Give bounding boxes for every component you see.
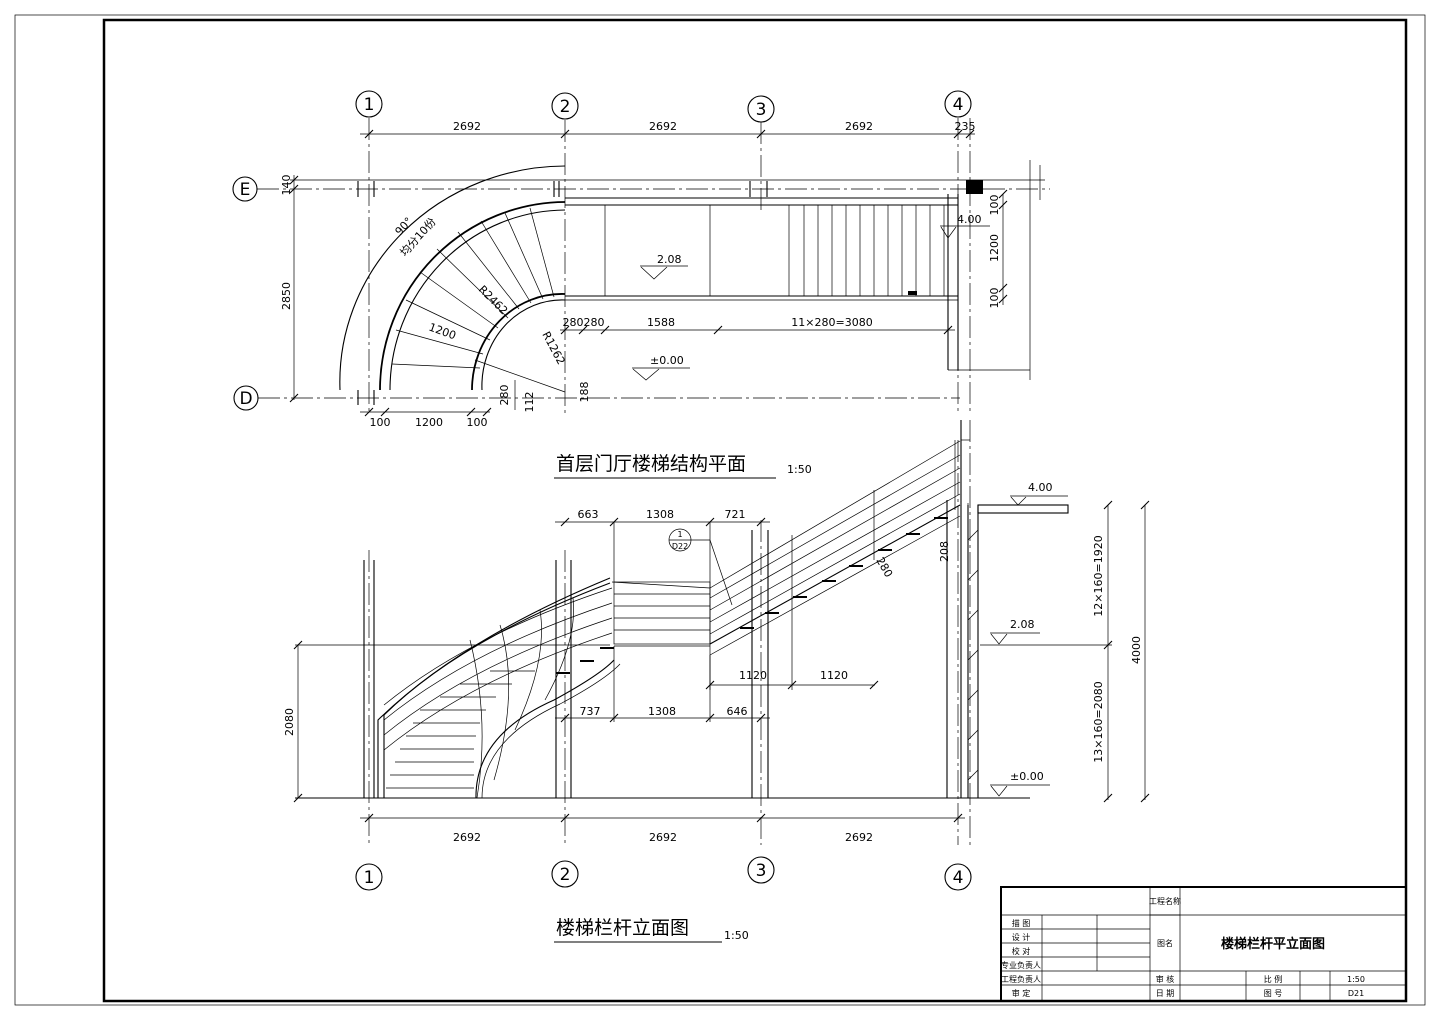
tb-label: 图名 [1157, 938, 1173, 948]
dim-label: 12×160=1920 [1092, 535, 1105, 616]
dim-label: 2692 [845, 120, 873, 133]
dim-label: 11×280=3080 [791, 316, 872, 329]
axis-label: 2 [560, 97, 571, 117]
dim-label: 100 [988, 195, 1001, 216]
dim-label: 1588 [647, 316, 675, 329]
radius-outer: R2462 [476, 283, 510, 317]
dim-label: 100 [370, 416, 391, 429]
dim-label: 100 [988, 288, 1001, 309]
dim-label: 1200 [415, 416, 443, 429]
tb-label: 日 期 [1156, 989, 1175, 998]
axis-label: D [239, 389, 252, 409]
dim-label: 280 [873, 555, 895, 580]
dim-label: 2080 [283, 708, 296, 736]
width-label: 1200 [427, 321, 458, 343]
level-label: 2.08 [1010, 618, 1035, 631]
dim-label: 2692 [453, 831, 481, 844]
floor-slab [977, 504, 1069, 514]
tb-label: 图 号 [1264, 989, 1283, 998]
dim-label: 2692 [649, 120, 677, 133]
axis-label: 1 [364, 95, 375, 115]
tb-label: 工程名称 [1149, 896, 1181, 906]
stair-elevation: 663 1308 721 1 D22 208 280 1120 1120 737… [283, 420, 1150, 943]
dim-label: 1120 [820, 669, 848, 682]
detail-sheet: D22 [672, 542, 688, 551]
dim-label: 280 [563, 316, 584, 329]
elevation-title: 楼梯栏杆立面图 [556, 917, 689, 939]
tb-label: 比 例 [1264, 974, 1283, 984]
dim-label: 1308 [646, 508, 674, 521]
axis-label: 4 [953, 95, 964, 115]
dim-label: 663 [578, 508, 599, 521]
axis-label: 4 [953, 868, 964, 888]
title-block: 描 图 设 计 校 对 专业负责人 工程负责人 审 定 工程名称 图名 楼梯栏杆… [1000, 886, 1407, 1002]
dim-label: 1308 [648, 705, 676, 718]
dim-label: 4000 [1130, 636, 1143, 664]
plan-title: 首层门厅楼梯结构平面 [556, 453, 746, 475]
tb-value: 1:50 [1347, 975, 1365, 984]
tb-label: 设 计 [1012, 932, 1031, 942]
axis-label: E [240, 180, 251, 200]
detail-ref: 1 [677, 530, 682, 539]
dim-label: 235 [955, 120, 976, 133]
level-label: 4.00 [1028, 481, 1053, 494]
level-label: ±0.00 [1010, 770, 1044, 783]
dim-label: 646 [727, 705, 748, 718]
dim-label: 1200 [988, 234, 1001, 262]
dim-label: 2692 [845, 831, 873, 844]
dim-label: 208 [938, 541, 951, 562]
axis-label: 2 [560, 865, 571, 885]
inner-border [102, 18, 1408, 1003]
plan-axis-bubbles: 1 2 3 4 E D [232, 90, 972, 411]
dim-label: 13×160=2080 [1092, 681, 1105, 762]
dim-label: 112 [523, 392, 536, 413]
level-label: 2.08 [657, 253, 682, 266]
dim-label: 721 [725, 508, 746, 521]
axis-label: 1 [364, 868, 375, 888]
dim-label: 280 [584, 316, 605, 329]
dim-label: 737 [580, 705, 601, 718]
elevation-axis-bubbles: 1 2 3 4 [355, 856, 972, 891]
tb-value: D21 [1348, 989, 1364, 998]
plan-scale: 1:50 [787, 463, 812, 476]
tb-label: 专业负责人 [1001, 960, 1041, 970]
dim-label: 188 [578, 382, 591, 403]
dim-label: 1120 [739, 669, 767, 682]
tb-label: 描 图 [1012, 918, 1031, 928]
dim-label: 140 [280, 175, 293, 196]
tb-label: 审 核 [1156, 974, 1175, 984]
dim-label: 280 [498, 385, 511, 406]
dim-label: 2692 [453, 120, 481, 133]
outer-border [14, 14, 1426, 1006]
tb-label: 校 对 [1012, 946, 1031, 956]
elevation-scale: 1:50 [724, 929, 749, 942]
axis-label: 3 [756, 100, 767, 120]
stair-plan: 1 2 3 4 E D 2692 2692 2692 235 140 [232, 90, 1050, 479]
radius-inner: R1262 [539, 329, 567, 367]
column-filled [966, 180, 983, 194]
tb-label: 工程负责人 [1001, 974, 1041, 984]
axis-label: 3 [756, 861, 767, 881]
dim-label: 2850 [280, 282, 293, 310]
drawing-name: 楼梯栏杆平立面图 [1221, 936, 1325, 952]
dim-label: 2692 [649, 831, 677, 844]
tb-label: 审 定 [1012, 988, 1031, 998]
dim-label: 100 [467, 416, 488, 429]
level-label: ±0.00 [650, 354, 684, 367]
level-label: 4.00 [957, 213, 982, 226]
